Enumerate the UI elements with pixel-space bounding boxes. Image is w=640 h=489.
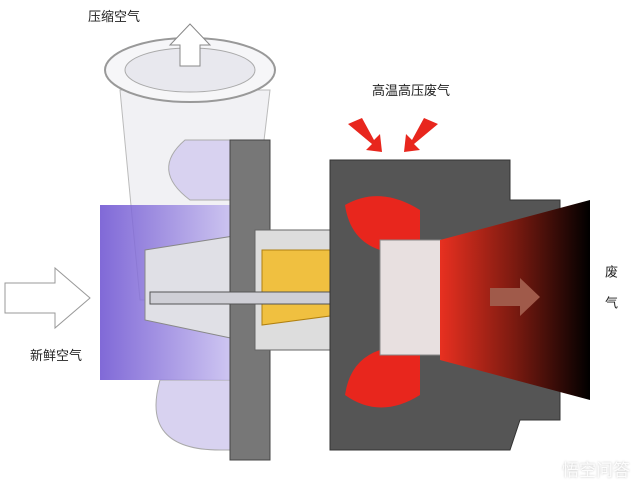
- up-arrow-icon: [168, 23, 212, 67]
- exhaust-in-arrow-left-icon: [348, 118, 382, 152]
- compressed-air-label: 压缩空气: [88, 10, 141, 25]
- exhaust-in-arrow-right-icon: [404, 118, 438, 152]
- exhaust-out-arrow-icon: [490, 278, 540, 316]
- fresh-air-label: 新鲜空气: [30, 349, 83, 364]
- hot-exhaust-label: 高温高压废气: [372, 84, 451, 99]
- watermark: 悟空问答: [562, 461, 630, 481]
- exhaust-label: 废气: [602, 265, 617, 327]
- fresh-air-arrow-icon: [4, 266, 91, 330]
